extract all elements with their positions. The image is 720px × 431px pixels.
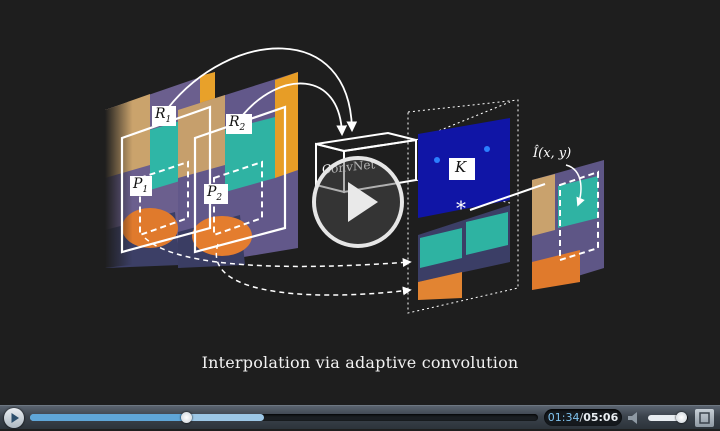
label-p2: P2	[207, 184, 223, 203]
time-total: 05:06	[583, 411, 619, 424]
seek-progress	[30, 414, 187, 421]
seek-handle[interactable]	[181, 412, 193, 423]
label-output: Î(x, y)	[533, 146, 572, 161]
volume-handle[interactable]	[675, 412, 687, 423]
player-controls: 01:34/05:06	[0, 405, 720, 429]
label-kernel: K	[455, 158, 467, 176]
label-r1: R1	[155, 106, 172, 125]
play-icon	[11, 413, 19, 423]
time-display: 01:34/05:06	[544, 409, 622, 426]
video-caption: Interpolation via adaptive convolution	[201, 353, 519, 372]
volume-slider[interactable]	[648, 412, 688, 423]
output-frame	[532, 160, 604, 290]
label-r2: R2	[229, 114, 246, 133]
video-frame[interactable]: R1 R2 P1 P2 ConvNet K * Î(x, y) Interpol…	[0, 0, 720, 405]
speaker-icon[interactable]	[627, 411, 643, 425]
label-p1: P1	[133, 176, 149, 195]
seek-bar[interactable]	[30, 412, 538, 423]
big-play-button[interactable]	[312, 156, 404, 248]
label-convolve: *	[456, 196, 466, 220]
volume-level	[648, 415, 681, 421]
time-separator: /	[579, 411, 584, 424]
play-button[interactable]	[4, 408, 24, 428]
time-current: 01:34	[547, 411, 580, 424]
play-icon	[348, 182, 378, 222]
diagram-illustration	[105, 47, 604, 314]
fullscreen-icon	[699, 412, 710, 424]
fullscreen-button[interactable]	[695, 409, 714, 427]
